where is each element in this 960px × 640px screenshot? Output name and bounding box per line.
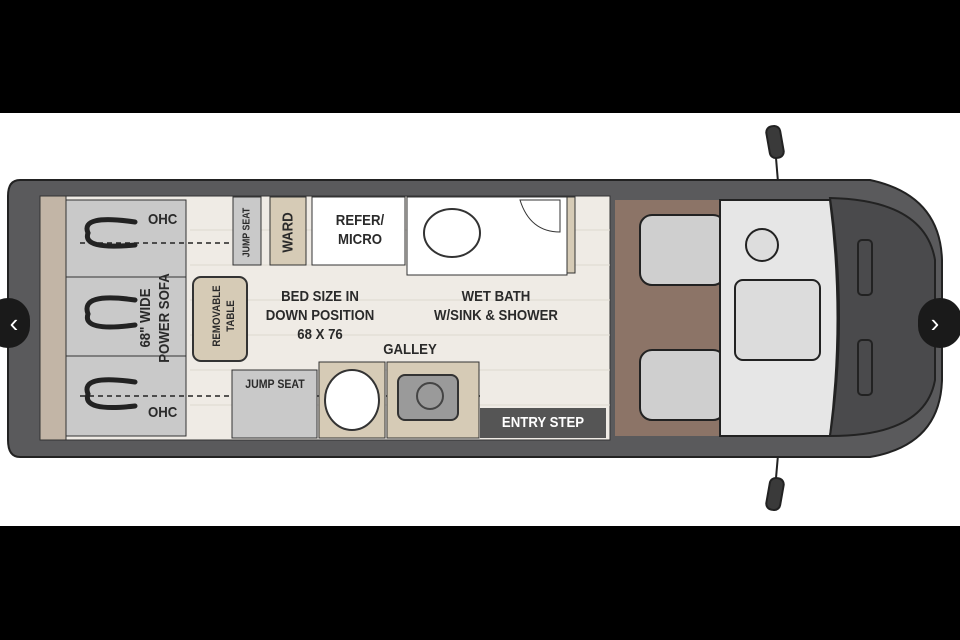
passenger-seat: [639, 349, 726, 421]
jump-seat-top: [232, 196, 262, 266]
sofa-label: 68" WIDE POWER SOFA: [136, 270, 174, 367]
galley-label: GALLEY: [383, 341, 437, 358]
bath-label-line1: WET BATH: [461, 288, 531, 305]
bath-sink: [519, 199, 561, 233]
ohc-label-bottom: OHC: [148, 404, 178, 421]
hood: [828, 196, 936, 438]
next-image-button[interactable]: ›: [918, 298, 960, 348]
driver-seat: [639, 214, 726, 286]
bed-size-label: BED SIZE IN DOWN POSITION 68 X 76: [257, 287, 384, 344]
refer-label-line2: MICRO: [338, 231, 382, 248]
image-viewer-stage: OHC OHC 68" WIDE POWER SOFA REMOVABLE TA…: [0, 113, 960, 526]
ward-label: WARD: [279, 212, 297, 253]
table-label-line2: TABLE: [225, 300, 237, 332]
toilet: [423, 208, 481, 258]
bed-label-line1: BED SIZE IN: [281, 288, 359, 305]
mirror-top: [765, 124, 785, 183]
jump-seat-top-label: JUMP SEAT: [241, 207, 253, 258]
bed-label-line2: DOWN POSITION: [265, 307, 375, 324]
floorplan-drawing: [7, 124, 943, 512]
chevron-right-icon: ›: [930, 307, 940, 338]
sofa-label-line1: 68" WIDE: [137, 288, 154, 348]
wardrobe: [269, 196, 307, 266]
entry-step-label: ENTRY STEP: [501, 414, 585, 431]
previous-image-button[interactable]: ‹: [0, 298, 30, 348]
wet-bath-label: WET BATH W/SINK & SHOWER: [419, 287, 574, 325]
refer-label-line1: REFER/: [335, 212, 385, 229]
table-label-line1: REMOVABLE: [211, 285, 223, 347]
chevron-left-icon: ‹: [9, 307, 19, 338]
jump-seat-bottom-label: JUMP SEAT: [245, 377, 305, 391]
jump-seat-bottom: [231, 369, 318, 439]
refer-micro: [311, 196, 406, 266]
bath-label-line2: W/SINK & SHOWER: [434, 307, 558, 324]
refer-micro-label: REFER/ MICRO: [327, 211, 394, 249]
galley-sink: [324, 369, 380, 431]
stove: [397, 374, 459, 421]
table-label: REMOVABLE TABLE: [210, 274, 238, 358]
ohc-label-top: OHC: [148, 211, 178, 228]
bed-label-line3: 68 X 76: [297, 326, 343, 343]
mirror-bottom: [765, 454, 785, 512]
removable-table: [192, 276, 248, 362]
sofa-label-line2: POWER SOFA: [156, 273, 173, 363]
entry-step: [480, 408, 606, 438]
